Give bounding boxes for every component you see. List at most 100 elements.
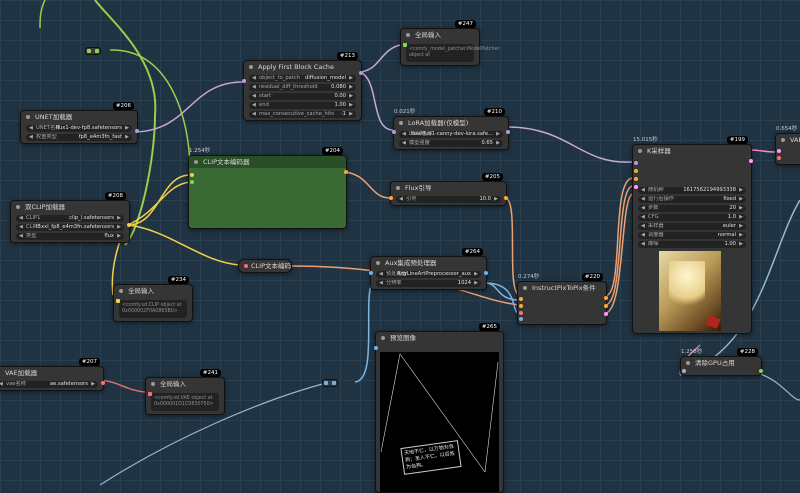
pixels-input-socket[interactable] bbox=[519, 317, 523, 321]
node-id: #228 bbox=[736, 348, 758, 356]
clip-input-socket[interactable] bbox=[190, 173, 194, 177]
conditioning-output-socket[interactable] bbox=[344, 170, 348, 174]
node-id: #206 bbox=[112, 102, 134, 110]
preview-image-node[interactable]: #265 预览图像 天地不仁，以万物为刍狗；圣人不仁，以百姓为刍狗。 bbox=[374, 323, 504, 493]
anything-input-socket[interactable] bbox=[682, 369, 686, 373]
node-title: Aux集成预处理器 bbox=[385, 259, 437, 267]
text-input-socket[interactable] bbox=[190, 180, 194, 184]
node-id: #204 bbox=[321, 147, 343, 155]
node-id: #213 bbox=[336, 52, 358, 60]
model-output-socket[interactable] bbox=[135, 129, 139, 133]
input-socket[interactable] bbox=[116, 299, 120, 303]
images-input-socket[interactable] bbox=[374, 346, 378, 350]
exec-time: 0.654秒 bbox=[776, 126, 798, 132]
image-output-socket[interactable] bbox=[484, 271, 488, 275]
negative-input-socket[interactable] bbox=[519, 304, 523, 308]
model-input-socket[interactable] bbox=[242, 79, 246, 83]
latent-output-socket[interactable] bbox=[749, 159, 753, 163]
global-input-node[interactable]: #241 全局输入 <comfy.sd.VAE object at 0x0000… bbox=[145, 369, 225, 415]
node-title: 双CLIP加载器 bbox=[25, 203, 65, 211]
node-title: InstructPixToPix条件 bbox=[532, 284, 596, 292]
positive-input-socket[interactable] bbox=[634, 169, 638, 173]
samples-input-socket[interactable] bbox=[777, 149, 781, 153]
model-output-socket[interactable] bbox=[359, 71, 363, 75]
model-output-socket[interactable] bbox=[506, 130, 510, 134]
negative-output-socket[interactable] bbox=[604, 304, 608, 308]
clip-output-socket[interactable] bbox=[127, 223, 131, 227]
clip-text-encode-collapsed-node[interactable]: CLIP文本编码器 bbox=[238, 259, 292, 273]
instruct-pix2pix-node[interactable]: 0.274秒 #220 InstructPixToPix条件 bbox=[517, 273, 608, 325]
positive-input-socket[interactable] bbox=[519, 297, 523, 301]
node-id: #208 bbox=[104, 192, 126, 200]
vae-decode-node[interactable]: 0.654秒 VAE解 bbox=[775, 126, 800, 165]
node-id: #247 bbox=[454, 20, 476, 28]
exec-time: 1.258秒 bbox=[681, 349, 703, 355]
input-socket[interactable] bbox=[148, 392, 152, 396]
negative-input-socket[interactable] bbox=[634, 177, 638, 181]
conditioning-input-socket[interactable] bbox=[389, 196, 393, 200]
exec-time: 15.015秒 bbox=[633, 137, 658, 143]
max-cache-hits-widget[interactable]: ◀max_consecutive_cache_hits-1▶ bbox=[249, 111, 356, 118]
vae-input-socket[interactable] bbox=[519, 311, 523, 315]
model-input-socket[interactable] bbox=[392, 130, 396, 134]
node-id: #205 bbox=[481, 173, 503, 181]
conditioning-output-socket[interactable] bbox=[504, 196, 508, 200]
model-input-socket[interactable] bbox=[634, 161, 638, 165]
global-input-node[interactable]: #234 全局输入 <comfy.sd.CLIP object at 0x000… bbox=[113, 276, 193, 322]
node-title: 预览图像 bbox=[390, 334, 416, 342]
vae-input-socket[interactable] bbox=[777, 156, 781, 160]
reroute-node[interactable] bbox=[322, 379, 338, 387]
node-id: #234 bbox=[167, 276, 189, 284]
exec-time: 0.274秒 bbox=[518, 274, 540, 280]
positive-output-socket[interactable] bbox=[604, 296, 608, 300]
node-title: Flux引导 bbox=[405, 184, 432, 192]
input-socket[interactable] bbox=[403, 43, 407, 47]
image-input-socket[interactable] bbox=[369, 271, 373, 275]
block-cache-node[interactable]: #213 Apply First Block Cache ◀object_to_… bbox=[242, 52, 363, 121]
node-title: K采样器 bbox=[647, 147, 671, 155]
text-output: <comfy.sd.VAE object at 0x000001D1C08307… bbox=[151, 393, 219, 411]
node-id: #207 bbox=[78, 358, 100, 366]
latent-input-socket[interactable] bbox=[634, 185, 638, 189]
latent-output-socket[interactable] bbox=[604, 312, 608, 316]
text-output: <comfy.sd.CLIP object at 0x000002F0A0865… bbox=[119, 300, 187, 318]
anything-output-socket[interactable] bbox=[759, 369, 763, 373]
clip-text-encode-node[interactable]: 1.254秒 #204 CLIP文本编码器 bbox=[188, 147, 348, 229]
clean-gpu-node[interactable]: 1.258秒 #228 清除GPU占用 bbox=[680, 348, 763, 376]
node-title: 清除GPU占用 bbox=[695, 359, 735, 367]
global-input-node[interactable]: #247 全局输入 <comfy_model_patcher.ModelPatc… bbox=[400, 20, 500, 66]
text-output: <comfy_model_patcher.ModelPatcher object… bbox=[406, 44, 500, 62]
node-id: #199 bbox=[726, 136, 748, 144]
reroute-node[interactable] bbox=[85, 47, 101, 55]
vae-output-socket[interactable] bbox=[101, 381, 105, 385]
